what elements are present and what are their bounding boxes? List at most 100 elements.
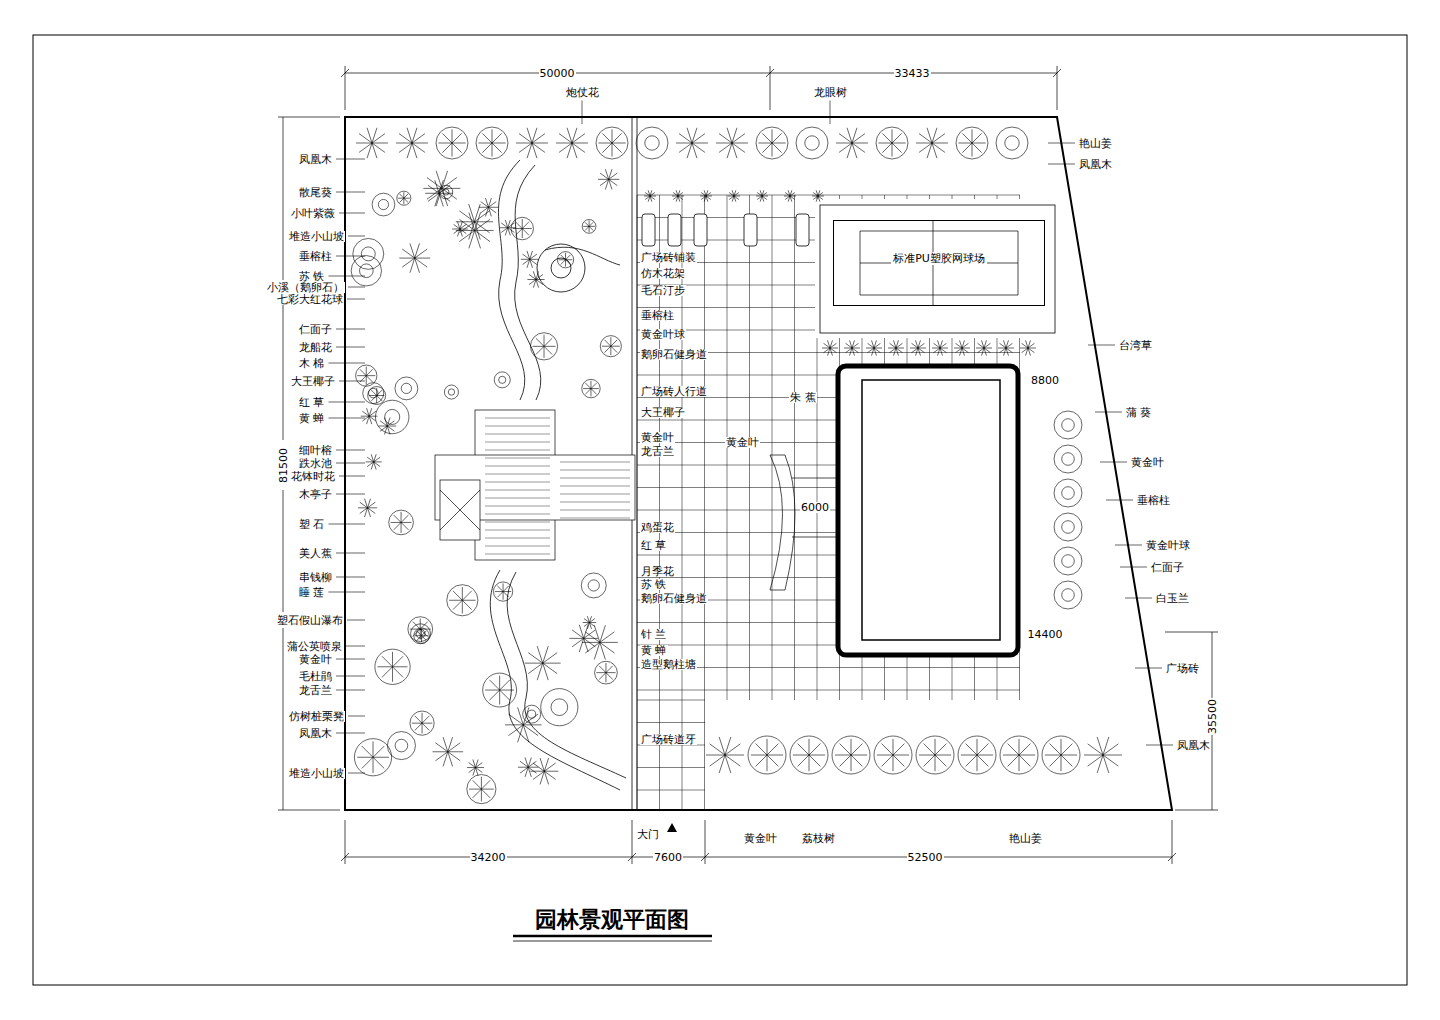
tree-branch (962, 133, 972, 143)
palm-frond (852, 343, 858, 348)
tree-symbol (525, 646, 561, 680)
palm-frond (528, 653, 542, 664)
tree-symbol (456, 212, 494, 248)
palm-frond (474, 222, 480, 240)
palm-frond (932, 134, 945, 143)
tree-symbol (447, 585, 478, 616)
plan-label: 艳山姜 (1078, 138, 1113, 149)
tree-branch (958, 143, 972, 144)
tree-branch (882, 133, 892, 143)
tree-branch (462, 600, 475, 601)
tree-branch (1008, 744, 1019, 755)
grid-line (727, 195, 728, 700)
plan-label: 炮仗花 (565, 87, 600, 98)
shrub-core (401, 383, 411, 393)
shrub-outline (372, 193, 395, 216)
tree-symbol (581, 573, 606, 598)
shrub-core (1062, 589, 1075, 602)
tree-branch (513, 228, 523, 229)
tree-branch (452, 143, 462, 153)
brick-line (560, 462, 630, 463)
plan-label: 34200 (470, 852, 507, 863)
tree-branch (585, 389, 591, 395)
shrub-outline (1054, 547, 1082, 575)
tree-symbol (353, 238, 384, 269)
tree-symbol (358, 499, 377, 517)
palm-frond (719, 134, 732, 143)
palm-frond (732, 190, 734, 196)
palm-frond (1006, 348, 1008, 356)
tree-canopy (790, 736, 828, 774)
plan-label: 苏 铁 (640, 579, 668, 590)
palm-frond (359, 134, 372, 143)
tree-branch (798, 744, 809, 755)
plan-label: 广场砖 (1165, 663, 1200, 674)
palm-frond (530, 259, 533, 267)
tree-branch (422, 713, 423, 723)
tree-branch (962, 143, 972, 153)
palm-frond (719, 143, 732, 152)
tree-symbol (958, 736, 996, 774)
shrub-core (385, 409, 400, 424)
palm-frond (692, 134, 705, 143)
palm-frond (962, 348, 970, 349)
palm-frond (369, 411, 376, 416)
palm-frond (533, 771, 544, 779)
palm-frond (918, 343, 924, 348)
palm-frond (518, 707, 524, 724)
palm-frond (692, 143, 697, 158)
tree-branch (835, 755, 851, 756)
tree-branch (1050, 755, 1061, 766)
planting-symbols (351, 127, 1122, 804)
plan-label: 朱 蕉 (789, 392, 817, 403)
shrub-outline (1054, 581, 1082, 609)
brick-line (560, 470, 630, 471)
tree-branch (606, 673, 613, 680)
palm-frond (828, 340, 830, 348)
palm-frond (890, 348, 896, 353)
tree-branch (401, 512, 402, 522)
tree-branch (591, 389, 597, 395)
tree-branch (772, 133, 782, 143)
tree-branch (392, 667, 393, 682)
palm-frond (609, 179, 612, 189)
tree-canopy (354, 739, 391, 776)
palm-frond (366, 461, 374, 462)
palm-frond (543, 663, 561, 664)
plan-label: 35500 (1207, 698, 1218, 735)
tree-branch (497, 592, 503, 598)
tree-branch (503, 586, 509, 592)
palm-frond (456, 221, 475, 222)
leader-line (348, 236, 365, 237)
brick-line (485, 466, 550, 467)
tree-symbol (582, 625, 618, 659)
tree-branch (604, 346, 610, 352)
shrub-outline (353, 238, 384, 269)
palm-frond (919, 134, 932, 143)
tree-branch (382, 656, 393, 667)
plan-label: 艳山姜 (1008, 833, 1043, 844)
palm-frond (579, 638, 583, 652)
tree-branch (473, 780, 482, 789)
tree-branch (376, 388, 377, 396)
tree-branch (522, 228, 532, 229)
leader-line (336, 553, 365, 554)
palm-frond (846, 348, 852, 353)
tree-branch (583, 226, 589, 227)
pavilion (435, 410, 635, 560)
palm-frond (356, 143, 372, 144)
palm-frond (725, 755, 740, 766)
tree-branch (522, 229, 523, 239)
tree-branch (522, 222, 529, 229)
tree-symbol (998, 340, 1014, 355)
tree-symbol (874, 736, 912, 774)
tree-symbol (372, 193, 395, 216)
tree-branch (357, 757, 373, 758)
palm-frond (605, 169, 608, 179)
palm-frond (508, 228, 511, 236)
tree-canopy (916, 736, 954, 774)
tree-branch (422, 723, 423, 733)
palm-frond (448, 752, 453, 767)
palm-frond (523, 707, 529, 724)
tree-branch (612, 133, 622, 143)
